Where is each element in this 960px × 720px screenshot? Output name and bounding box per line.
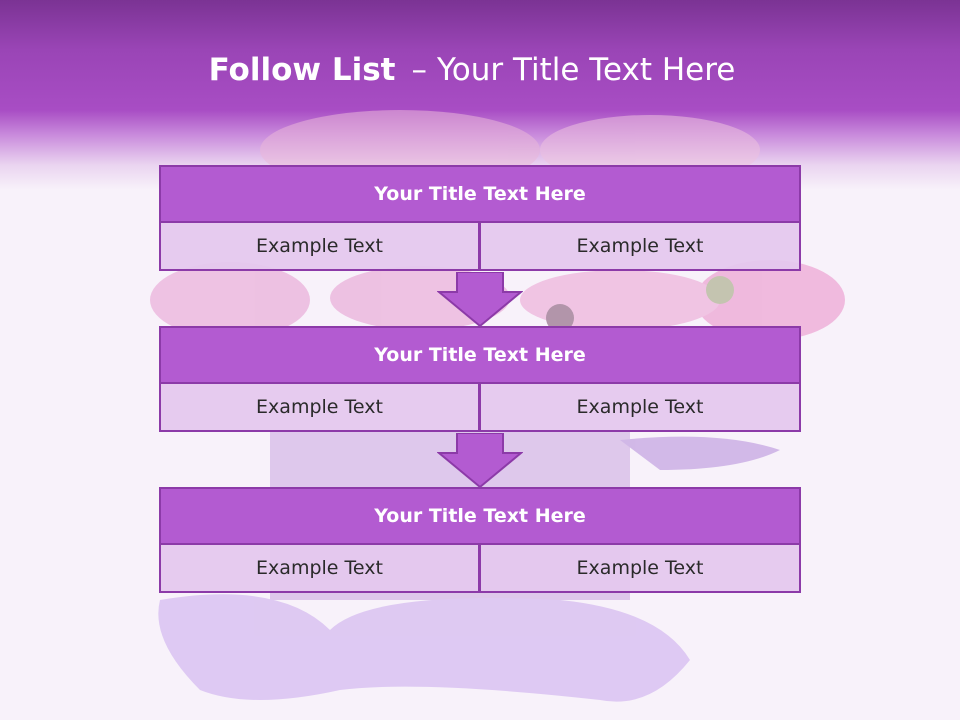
slide-title: Follow List–Your Title Text Here	[0, 52, 944, 88]
block-cell-left: Example Text	[159, 543, 480, 593]
block-cell-right: Example Text	[479, 543, 801, 593]
title-bold-part: Follow List	[208, 52, 396, 88]
block-cell-right: Example Text	[479, 221, 801, 271]
block-title: Your Title Text Here	[159, 165, 801, 223]
block-title: Your Title Text Here	[159, 326, 801, 384]
title-separator: –	[411, 52, 427, 88]
block-cell-left: Example Text	[159, 382, 480, 432]
block-cell-left: Example Text	[159, 221, 480, 271]
down-arrow-icon	[437, 433, 523, 489]
block-cell-right: Example Text	[479, 382, 801, 432]
block-title: Your Title Text Here	[159, 487, 801, 545]
title-rest-part: Your Title Text Here	[436, 52, 736, 88]
down-arrow-icon	[437, 272, 523, 328]
